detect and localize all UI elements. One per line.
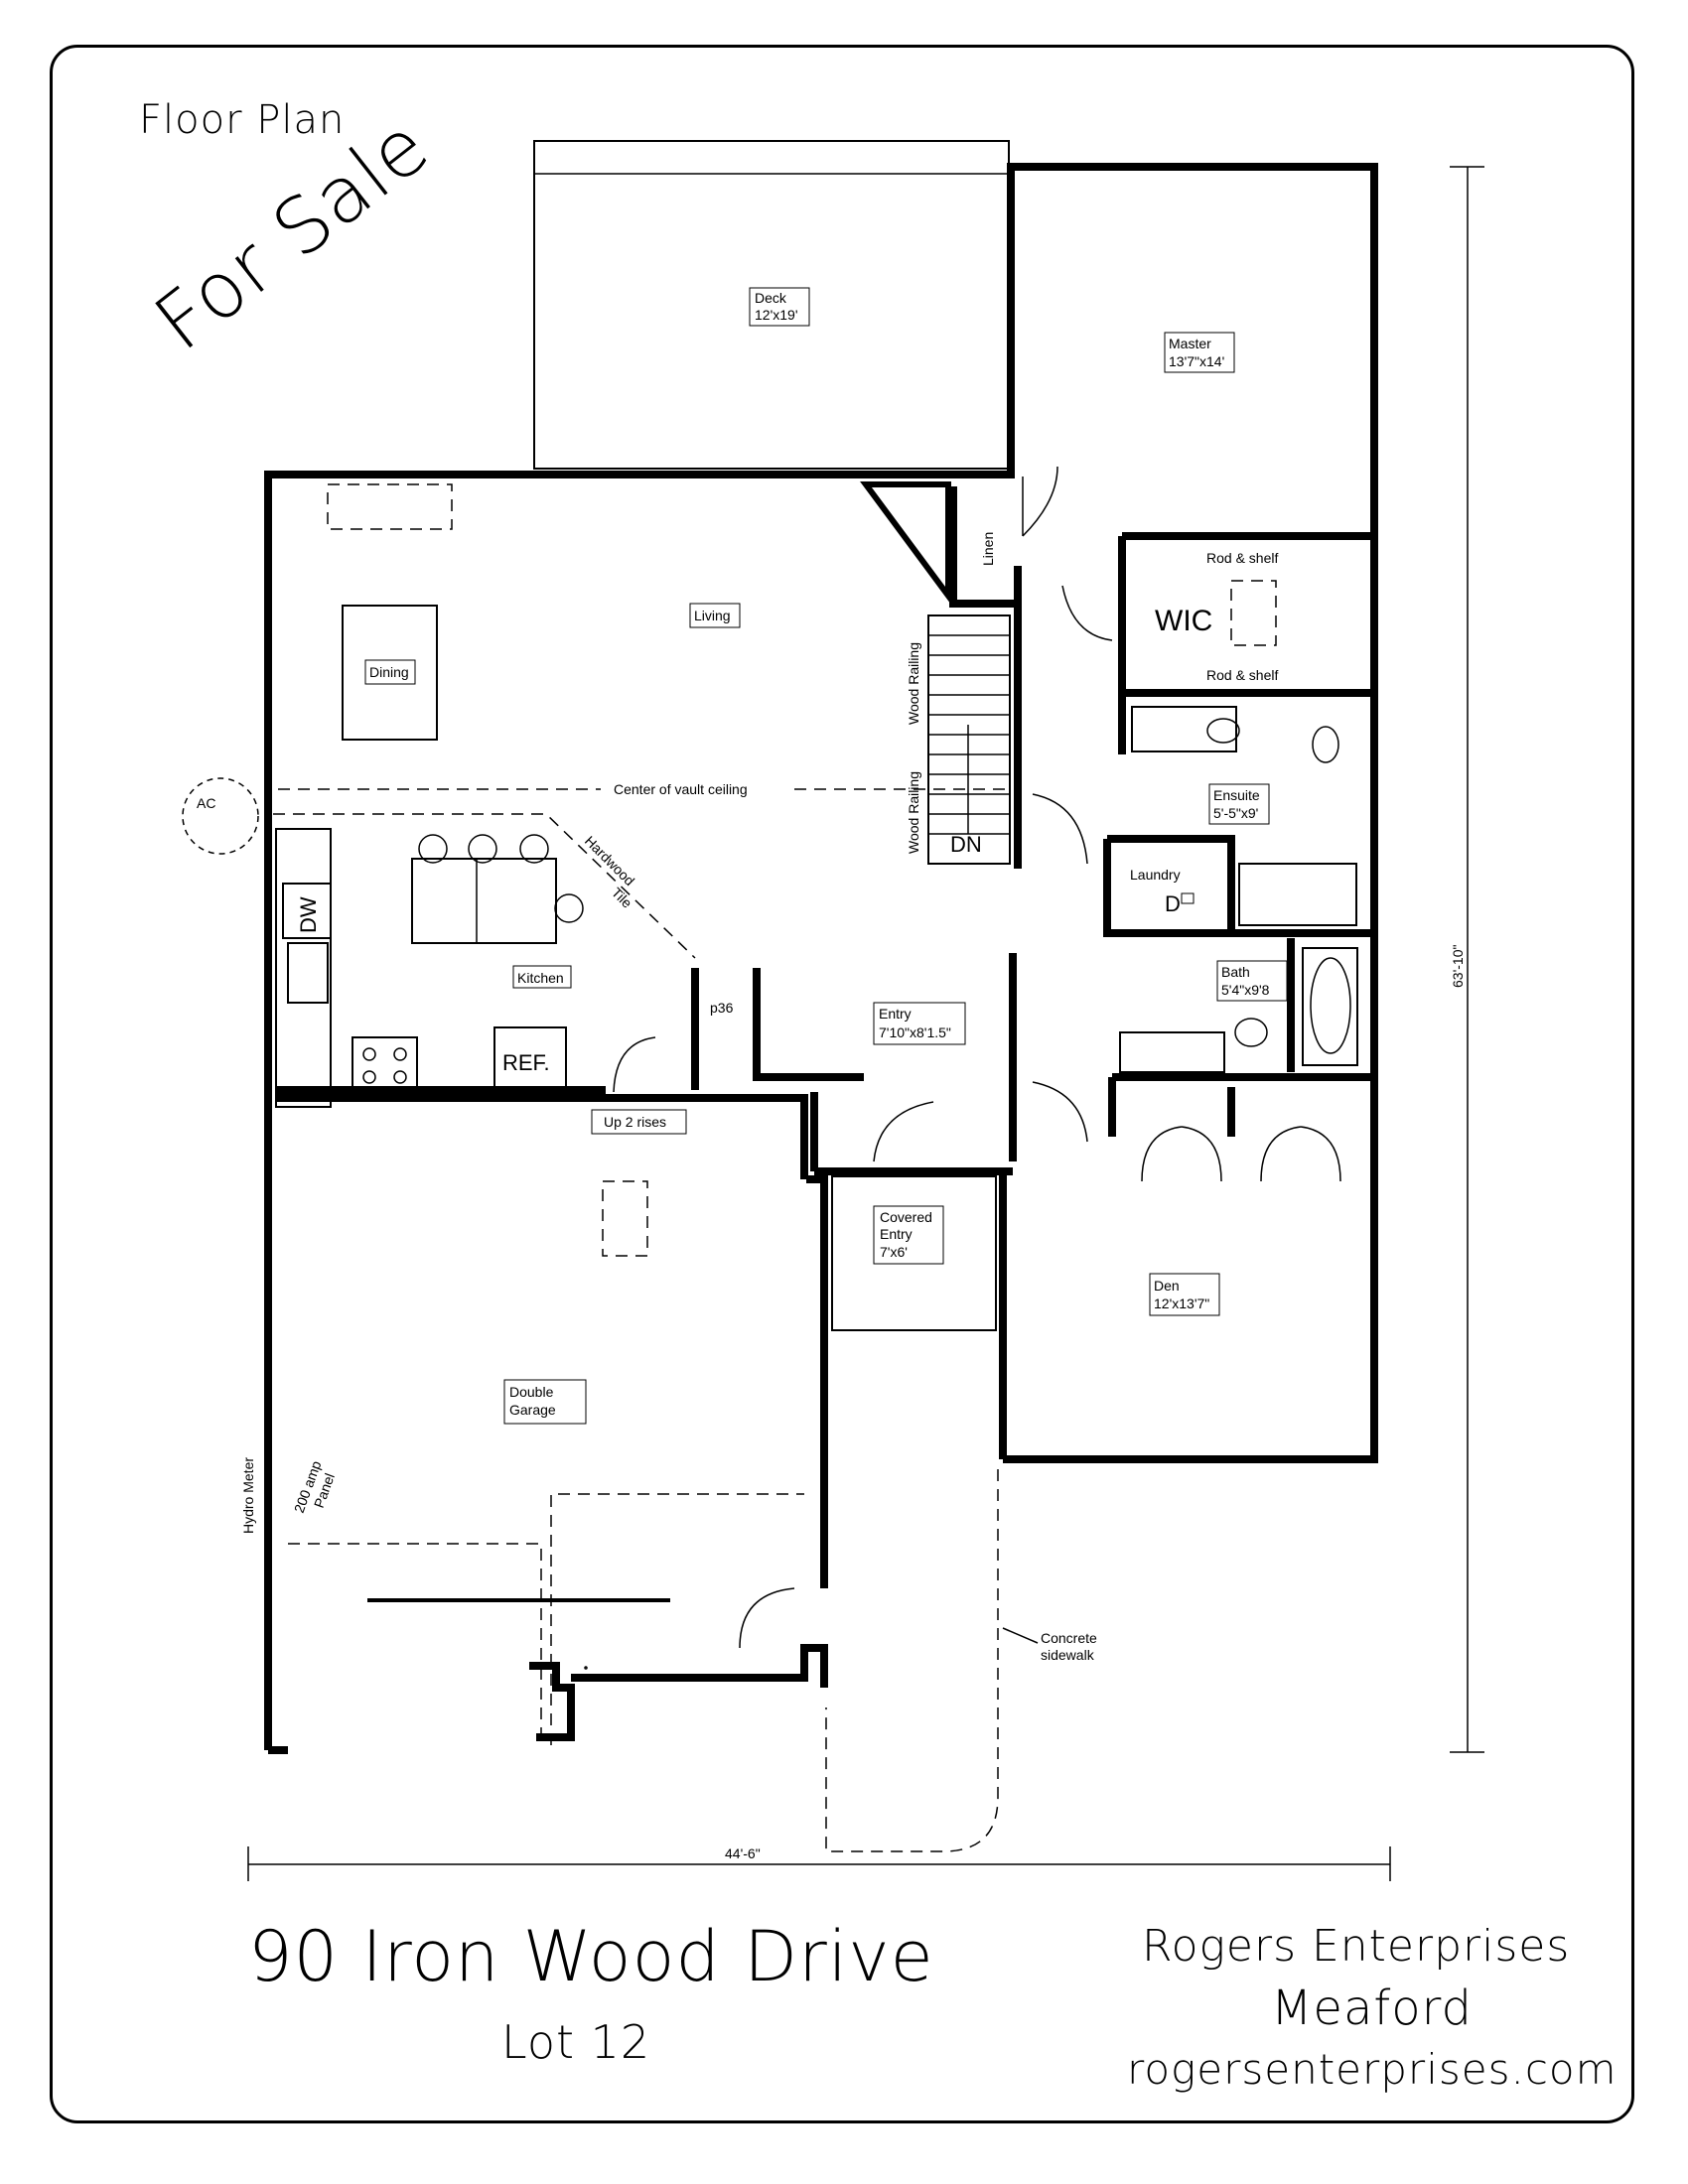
width-dimension: 44'-6"	[725, 1845, 761, 1861]
exterior-walls	[264, 163, 1378, 1754]
svg-text:Kitchen: Kitchen	[517, 970, 564, 986]
svg-text:D: D	[1165, 891, 1181, 916]
ac-label: AC	[197, 795, 215, 811]
svg-text:7'10"x8'1.5": 7'10"x8'1.5"	[879, 1024, 951, 1040]
hydro-meter-label: Hydro Meter	[240, 1457, 256, 1534]
wood-railing-label-2: Wood Railing	[906, 771, 921, 854]
company-town: Meaford	[1271, 1980, 1473, 2036]
room-label-master: Master 13'7"x14'	[1164, 332, 1235, 373]
tile-label: Tile	[609, 885, 635, 911]
svg-text:Garage: Garage	[509, 1402, 556, 1418]
rod-shelf-bottom: Rod & shelf	[1206, 667, 1278, 683]
hardwood-label: Hardwood	[582, 833, 637, 888]
svg-text:Den: Den	[1154, 1278, 1180, 1294]
svg-text:13'7"x14': 13'7"x14'	[1169, 353, 1224, 369]
svg-text:Dining: Dining	[369, 664, 409, 680]
plan-title: Floor Plan	[139, 97, 346, 143]
bath-fixtures	[584, 706, 1358, 1670]
garage-door-left	[288, 1543, 542, 1745]
door-swings	[613, 466, 1341, 1649]
dishwasher-label: DW	[296, 896, 321, 933]
stairs	[927, 614, 1011, 865]
interior-walls	[276, 486, 1370, 1179]
up-rises-label: Up 2 rises	[591, 1109, 687, 1135]
wic-island	[1230, 580, 1277, 646]
company-website: rogersenterprises.com	[1127, 2045, 1618, 2094]
room-label-living: Living	[689, 603, 741, 628]
room-label-covered-entry: Covered Entry 7'x6'	[873, 1205, 944, 1265]
room-label-entry: Entry 7'10"x8'1.5"	[873, 1002, 966, 1045]
concrete-sidewalk	[825, 1469, 999, 1852]
room-label-laundry: Laundry D	[1130, 867, 1195, 916]
room-label-ensuite: Ensuite 5'-5"x9'	[1208, 783, 1270, 825]
hardwood-tile-boundary	[273, 813, 696, 959]
room-label-wic: WIC	[1155, 605, 1212, 637]
concrete-label-2: sidewalk	[1041, 1647, 1095, 1663]
linen-label: Linen	[980, 532, 996, 566]
refrigerator-label: REF.	[502, 1050, 550, 1075]
vault-ceiling-label: Center of vault ceiling	[614, 781, 748, 797]
depth-dimension: 63'-10"	[1450, 945, 1466, 988]
svg-text:5'-5"x9': 5'-5"x9'	[1213, 805, 1258, 821]
svg-text:Bath: Bath	[1221, 964, 1250, 980]
svg-text:5'4"x9'8: 5'4"x9'8	[1221, 982, 1270, 998]
room-label-deck: Deck 12'x19'	[749, 287, 810, 327]
room-label-bath: Bath 5'4"x9'8	[1216, 960, 1288, 1002]
ac-unit	[182, 777, 259, 855]
p36-label: p36	[710, 1000, 734, 1016]
page-frame	[50, 45, 1634, 2123]
room-label-den: Den 12'x13'7"	[1149, 1273, 1220, 1316]
svg-text:Master: Master	[1169, 336, 1211, 351]
svg-text:Entry: Entry	[879, 1006, 912, 1022]
kitchen-fixtures	[275, 605, 584, 1108]
svg-text:Entry: Entry	[880, 1226, 913, 1242]
stairs-down-label: DN	[950, 832, 982, 857]
concrete-label-1: Concrete	[1041, 1630, 1097, 1646]
rod-shelf-top: Rod & shelf	[1206, 550, 1278, 566]
garage-door-right	[550, 1493, 804, 1745]
window-seat	[327, 483, 453, 530]
covered-entry-hatch	[831, 1175, 997, 1331]
fireplace	[860, 481, 951, 606]
svg-text:Deck: Deck	[755, 290, 787, 306]
svg-text:Ensuite: Ensuite	[1213, 787, 1260, 803]
room-label-garage: Double Garage	[503, 1379, 587, 1425]
garage-attic-hatch	[602, 1180, 648, 1257]
svg-text:Up 2 rises: Up 2 rises	[604, 1114, 666, 1130]
room-label-kitchen: Kitchen	[512, 965, 572, 989]
svg-text:Double: Double	[509, 1384, 554, 1400]
svg-text:12'x19': 12'x19'	[755, 307, 798, 323]
svg-text:7'x6': 7'x6'	[880, 1244, 908, 1260]
dimension-lines	[247, 166, 1484, 1881]
lot-number: Lot 12	[501, 2015, 651, 2069]
svg-text:Living: Living	[694, 608, 731, 623]
svg-text:Covered: Covered	[880, 1209, 932, 1225]
company-name: Rogers Enterprises	[1142, 1921, 1571, 1972]
svg-text:Laundry: Laundry	[1130, 867, 1181, 883]
room-label-dining: Dining	[364, 659, 416, 685]
wood-railing-label-1: Wood Railing	[906, 642, 921, 725]
address-title: 90 Iron Wood Drive	[248, 1916, 934, 1997]
svg-text:12'x13'7": 12'x13'7"	[1154, 1296, 1209, 1311]
